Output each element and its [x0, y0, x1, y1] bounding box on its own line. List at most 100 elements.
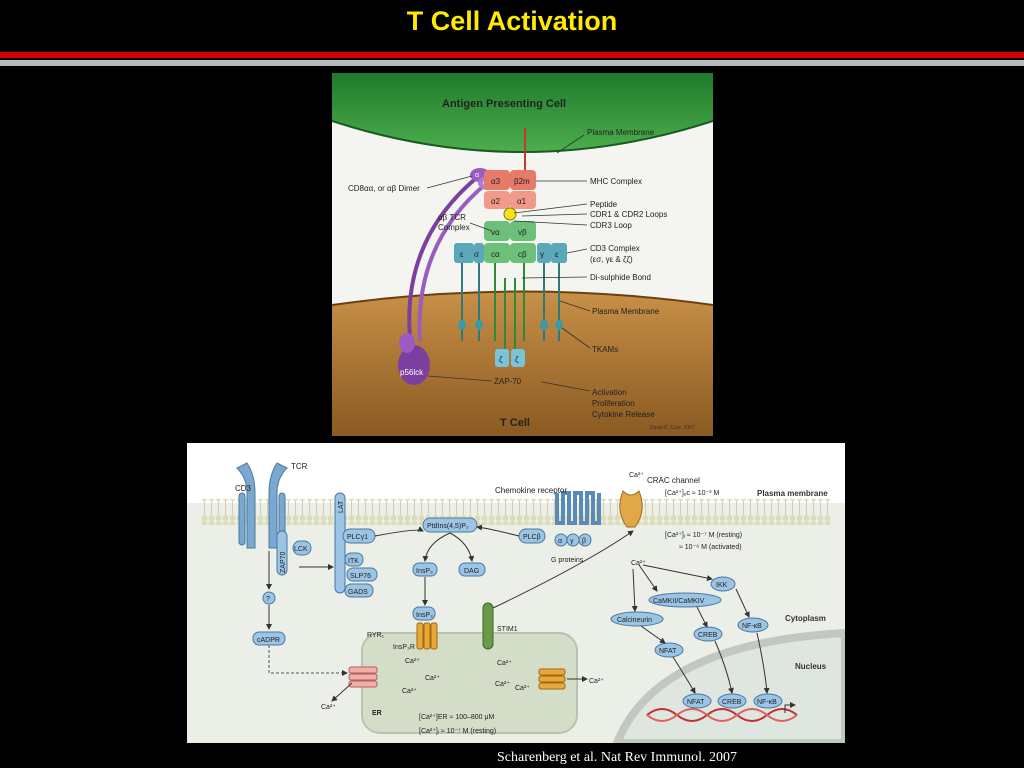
label-disulphide: Di-sulphide Bond: [590, 273, 651, 282]
lck-box: [292, 540, 312, 556]
apc-label: Antigen Presenting Cell: [442, 98, 566, 110]
unknown-node: [262, 591, 276, 605]
insp3-bound-label: InsP₃: [416, 612, 433, 619]
dna-strand-1: [646, 708, 798, 722]
ikk-label: IKK: [716, 582, 728, 589]
cd3-gamma: [537, 243, 551, 263]
cd3-sigma: [474, 243, 484, 263]
ca-top-label: Ca²⁺: [629, 472, 644, 479]
label-cd8-dimer: CD8αα, or αβ Dimer: [348, 184, 420, 193]
nfat-label: NFAT: [659, 648, 677, 655]
er-ca-5: Ca²⁺: [495, 681, 510, 688]
tcell-membrane: [331, 290, 714, 306]
mhc-a2: [484, 191, 510, 209]
zeta-right-label: ζ: [515, 355, 519, 364]
unknown-label: ?: [266, 596, 270, 603]
cd3-epsilon-right-label: ε: [555, 250, 559, 259]
calcineurin-label: Calcineurin: [617, 617, 652, 624]
cadpr-label: cADPR: [257, 637, 280, 644]
plasma-membrane-bilayer: [201, 499, 831, 525]
tcr-label: TCR: [291, 462, 308, 471]
tcr-cb-label: cβ: [518, 250, 527, 259]
lat-label: LAT: [338, 500, 345, 513]
label-mhc-complex: MHC Complex: [590, 177, 642, 186]
label-peptide: Peptide: [590, 200, 618, 209]
label-proliferation: Proliferation: [592, 399, 635, 408]
insp3-label: InsP₃: [416, 568, 433, 575]
cd3-epsilon-left: [454, 243, 474, 263]
er-ca-2: Ca²⁺: [425, 675, 440, 682]
label-tcr-2: Complex: [438, 223, 470, 232]
ryr-channel: [348, 666, 378, 688]
zeta-right: [511, 349, 525, 367]
p56lck-lobe: [399, 333, 415, 353]
zeta-left: [495, 349, 509, 367]
dna-strand-2: [646, 708, 798, 722]
transcription-arrow: [784, 702, 796, 713]
mhc-a1: [510, 191, 536, 209]
g-alpha-label: α: [558, 538, 562, 545]
plcb-label: PLCβ: [523, 534, 541, 541]
er-label: ER: [372, 710, 382, 717]
insp3-box[interactable]: [412, 562, 438, 577]
er-ca-1: Ca²⁺: [405, 658, 420, 665]
stim1-label: STIM1: [497, 626, 518, 633]
g-beta-label: β: [582, 538, 586, 545]
nfkb-nuclear-label: NF-κB: [757, 699, 777, 706]
slp76-box[interactable]: [346, 567, 378, 582]
er-conc-label: [Ca²⁺]ER ≈ 100–800 μM: [419, 714, 495, 721]
peptide: [503, 207, 517, 221]
cd8-stalk-2: [417, 181, 489, 342]
nfat-nuclear-node[interactable]: [682, 693, 712, 709]
zeta-left-label: ζ: [499, 355, 503, 364]
gads-box[interactable]: [344, 583, 374, 598]
ikk-node[interactable]: [710, 576, 736, 592]
signaling-arrows: [266, 524, 770, 702]
tcr-ca: [484, 243, 510, 263]
tcr-vb-label: vβ: [518, 228, 527, 237]
tcr-va: [484, 221, 510, 241]
lat-box: [334, 492, 346, 594]
itk-box[interactable]: [344, 552, 364, 567]
g-gamma-label: γ: [570, 538, 574, 545]
mhc-b2m: [510, 170, 536, 190]
cd3-gamma-label: γ: [540, 250, 544, 259]
nfkb-node[interactable]: [737, 617, 769, 633]
creb-nuclear-node[interactable]: [717, 693, 747, 709]
cd3-label: CD3: [235, 484, 252, 493]
cytoplasm-label: Cytoplasm: [785, 614, 826, 623]
calcium-signaling-diagram: CD3 TCR ZAP70 LCK LAT PLCγ1 ITK SLP76 GA…: [187, 443, 849, 747]
tcr-mhc-svg: Antigen Presenting Cell T Cell David R. …: [331, 73, 714, 436]
creb-node[interactable]: [693, 626, 723, 642]
dag-box[interactable]: [458, 562, 486, 577]
tcell-label: T Cell: [500, 417, 530, 429]
plcg1-label: PLCγ1: [347, 534, 368, 541]
citation: Scharenberg et al. Nat Rev Immunol. 2007: [497, 750, 738, 765]
insp3-bound-box[interactable]: [412, 606, 436, 621]
cd8-domain-1: α: [475, 172, 479, 179]
chemokine-receptor: [555, 491, 601, 525]
serca-pump: [538, 668, 566, 690]
creb-nuclear-label: CREB: [722, 699, 742, 706]
zap70-label: ZAP70: [280, 551, 287, 573]
camk-node[interactable]: [648, 592, 722, 608]
er-resting-label: [Ca²⁺]ᵢ ≈ 10⁻⁷ M (resting): [419, 728, 496, 735]
calcineurin-node[interactable]: [610, 611, 664, 627]
nfat-node[interactable]: [654, 642, 684, 658]
mhc-a1-label: α1: [517, 197, 527, 206]
nfkb-nuclear-node[interactable]: [753, 693, 783, 709]
calcium-signaling-svg: CD3 TCR ZAP70 LCK LAT PLCγ1 ITK SLP76 GA…: [187, 443, 849, 747]
nfkb-label: NF-κB: [742, 623, 762, 630]
callout-lines: [426, 134, 591, 392]
slide-title: T Cell Activation: [406, 6, 618, 36]
label-cdr1-cdr2: CDR1 & CDR2 Loops: [590, 210, 667, 219]
cytosol-activated-label: ≈ 10⁻⁶ M (activated): [679, 544, 742, 551]
ca-release-left: Ca²⁺: [321, 704, 336, 711]
label-zap70: ZAP-70: [494, 377, 522, 386]
crac-channel: [619, 490, 643, 528]
stim1: [482, 602, 494, 650]
label-cd3-complex: CD3 Complex: [590, 244, 640, 253]
itk-label: ITK: [348, 558, 359, 565]
tcr-va-label: vα: [491, 228, 500, 237]
label-cd3-chains: (εσ, γε & ζζ): [590, 255, 633, 264]
